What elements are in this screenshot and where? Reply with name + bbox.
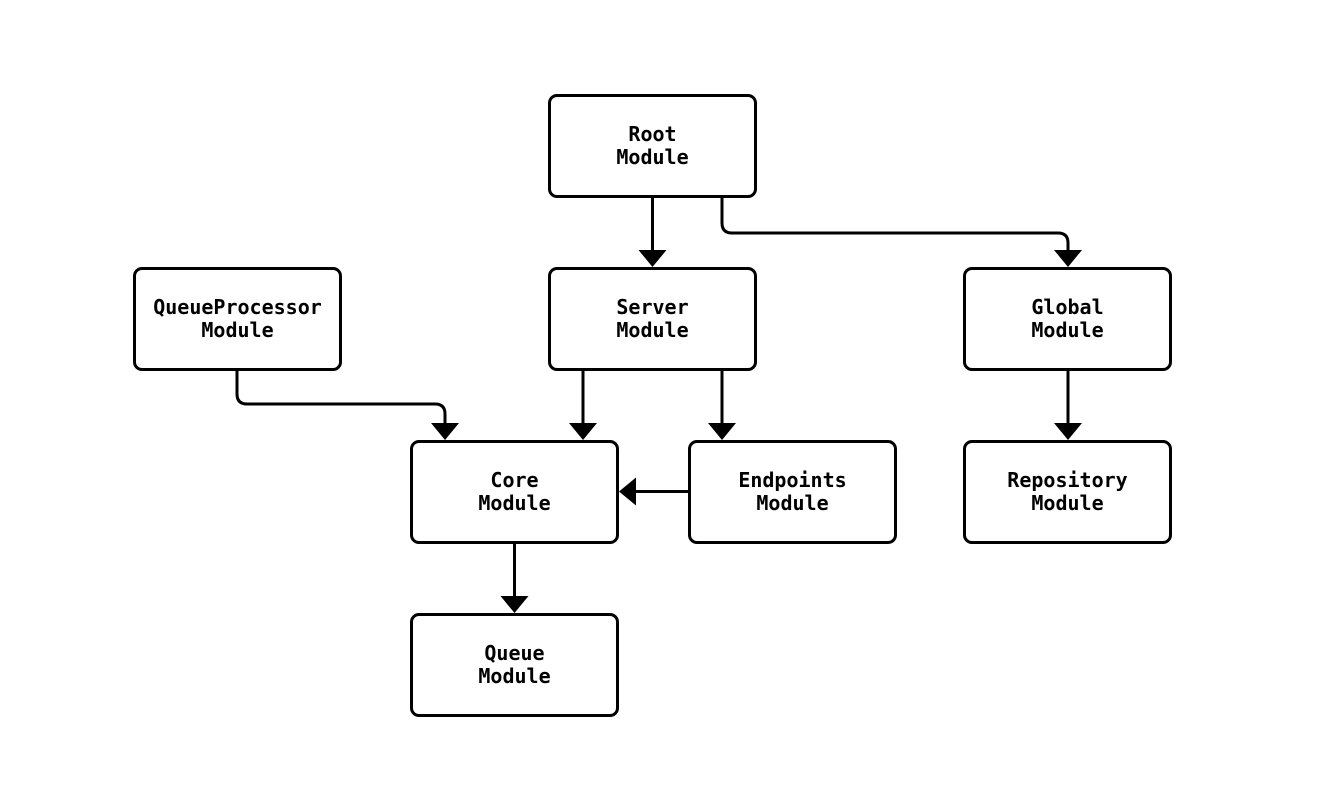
edge-server-to-endpoints [708, 371, 736, 440]
node-global-module-label: Global Module [1031, 295, 1104, 342]
node-core-module-label: Core Module [478, 468, 551, 515]
edge-global-to-repository [1054, 371, 1082, 440]
edge-server-to-core [569, 371, 597, 440]
node-repository-module-label: Repository Module [1007, 468, 1128, 515]
node-server-module-label: Server Module [616, 295, 689, 342]
edge-endpoints-to-core [619, 477, 688, 506]
node-core-module: Core Module [410, 440, 619, 544]
node-queueprocessor-module-label: QueueProcessor Module [153, 295, 322, 342]
node-endpoints-module: Endpoints Module [688, 440, 897, 544]
node-root-module: Root Module [548, 94, 757, 198]
node-global-module: Global Module [963, 267, 1172, 371]
edge-root-to-global [720, 198, 1082, 267]
node-server-module: Server Module [548, 267, 757, 371]
edge-core-to-queue [500, 544, 529, 613]
node-repository-module: Repository Module [963, 440, 1172, 544]
edge-queueprocessor-to-core [235, 371, 459, 440]
edge-root-to-server [638, 198, 667, 267]
node-queue-module-label: Queue Module [478, 641, 551, 688]
node-endpoints-module-label: Endpoints Module [738, 468, 847, 515]
node-queueprocessor-module: QueueProcessor Module [133, 267, 342, 371]
node-queue-module: Queue Module [410, 613, 619, 717]
node-root-module-label: Root Module [616, 122, 689, 169]
